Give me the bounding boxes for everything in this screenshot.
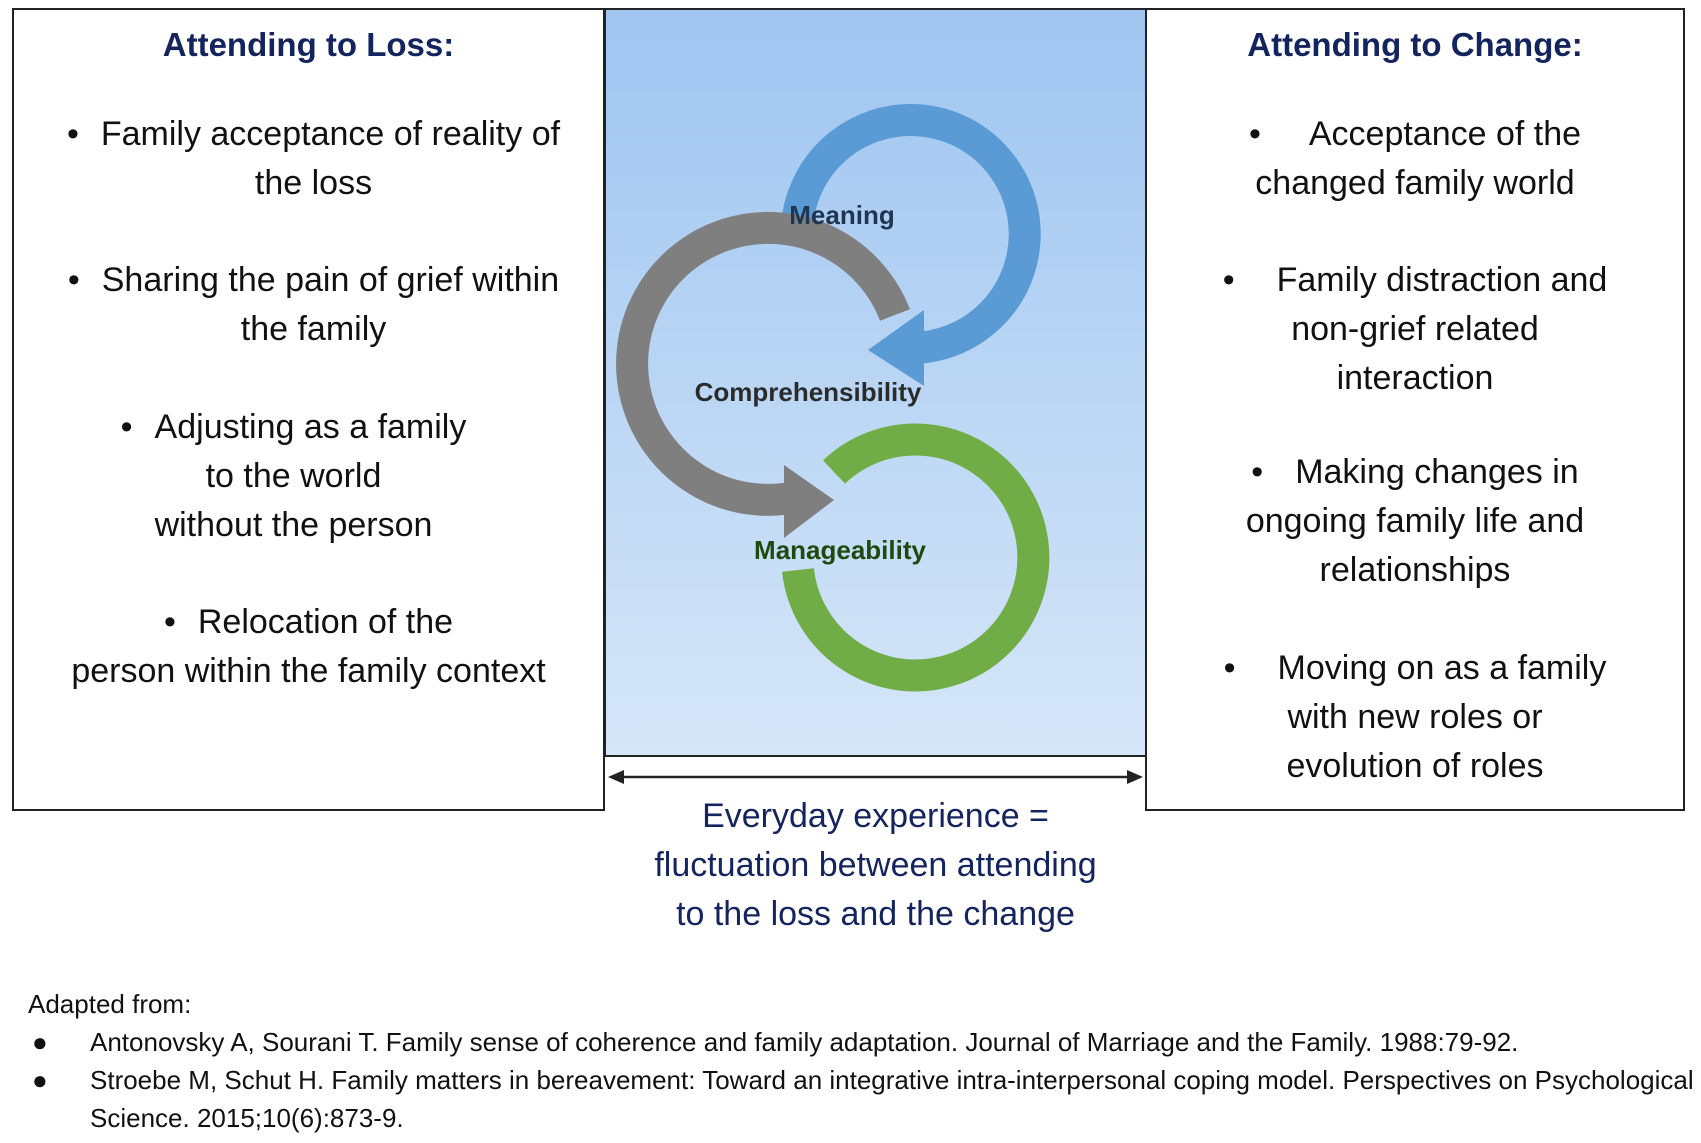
- change-item: •Making changes in ongoing family life a…: [1147, 448, 1683, 595]
- loss-item: •Relocation of the person within the fam…: [14, 598, 603, 696]
- comprehensibility-arrowhead-icon: [784, 465, 834, 538]
- bullet-icon: •: [1222, 261, 1235, 299]
- bullet-icon: •: [1223, 649, 1236, 687]
- comprehensibility-label: Comprehensibility: [695, 377, 922, 407]
- loss-item: •Sharing the pain of grief within the fa…: [24, 256, 603, 354]
- coherence-cycle-diagram: Meaning Comprehensibility Manageability: [616, 104, 1050, 692]
- loss-item: •Adjusting as a family to the world with…: [14, 403, 573, 550]
- loss-heading: Attending to Loss:: [162, 26, 455, 63]
- bullet-icon: •: [1248, 115, 1261, 153]
- change-heading: Attending to Change:: [1247, 26, 1583, 63]
- bullet-icon: •: [120, 408, 133, 446]
- manageability-label: Manageability: [754, 535, 926, 565]
- meaning-label: Meaning: [789, 200, 894, 230]
- bullet-icon: •: [66, 115, 79, 153]
- bullet-icon: ●: [32, 1065, 48, 1095]
- reference-item: ● Antonovsky A, Sourani T. Family sense …: [28, 1023, 1701, 1061]
- references-intro: Adapted from:: [28, 989, 192, 1019]
- attending-to-loss-panel: Attending to Loss: •Family acceptance of…: [12, 8, 605, 811]
- change-item: •Moving on as a family with new roles or…: [1147, 644, 1683, 791]
- attending-to-change-panel: Attending to Change: •Acceptance of the …: [1145, 8, 1685, 811]
- bullet-icon: •: [163, 603, 176, 641]
- comprehensibility-arrow: [616, 211, 910, 538]
- manageability-ring: [782, 423, 1050, 692]
- meaning-arrowhead-icon: [868, 310, 924, 386]
- meaning-arrow: [781, 104, 1041, 386]
- change-item: •Family distraction and non-grief relate…: [1147, 256, 1683, 403]
- bullet-icon: •: [1251, 453, 1264, 491]
- change-item: •Acceptance of the changed family world: [1147, 110, 1683, 208]
- bullet-icon: ●: [32, 1027, 48, 1057]
- sense-of-coherence-panel: Meaning Comprehensibility Manageability: [604, 8, 1147, 757]
- references: Adapted from: ● Antonovsky A, Sourani T.…: [28, 985, 1701, 1137]
- bullet-icon: •: [67, 261, 80, 299]
- reference-item: ● Stroebe M, Schut H. Family matters in …: [28, 1061, 1701, 1137]
- everyday-experience-caption: Everyday experience = fluctuation betwee…: [654, 797, 1097, 933]
- fluctuation-double-arrow-icon: [608, 770, 1143, 784]
- loss-item: •Family acceptance of reality of the los…: [24, 110, 603, 208]
